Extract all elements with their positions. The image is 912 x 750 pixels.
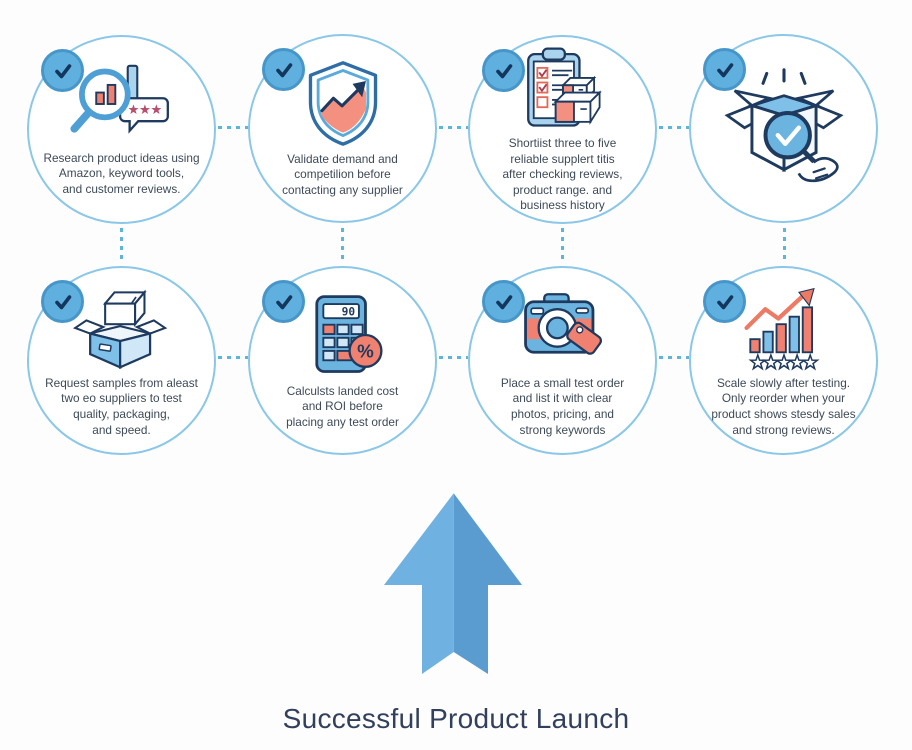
shield-growth-icon [285, 59, 401, 147]
step-3: Shortiist three to five reliable suppler… [468, 35, 657, 224]
checkmark-icon [54, 63, 71, 78]
checkmark-icon [716, 62, 733, 77]
step-caption: Request samples from aleast two eo suppl… [45, 375, 198, 437]
step-2: Validate demand and competilion before c… [248, 34, 437, 223]
sample-boxes-icon [64, 283, 180, 371]
check-badge [262, 280, 305, 323]
calculator-display-text: 90 [341, 305, 355, 318]
check-badge [482, 49, 525, 92]
dotted-connector-v3 [561, 228, 564, 264]
step-caption: Place a small test order and list it wit… [500, 375, 625, 437]
dotted-connector-h6 [659, 356, 689, 359]
step-5: Request samples from aleast two eo suppl… [27, 266, 216, 455]
dotted-connector-h1 [218, 126, 248, 129]
percent-symbol-text: % [357, 340, 374, 361]
scale-growth-icon [726, 283, 842, 371]
step-1: Research product ideas using Amazon, key… [27, 35, 216, 224]
check-badge [482, 280, 525, 323]
check-badge [703, 280, 746, 323]
dotted-connector-h4 [218, 356, 248, 359]
dotted-connector-h3 [659, 126, 689, 129]
dotted-connector-v2 [341, 228, 344, 264]
launch-arrow [384, 493, 522, 674]
step-caption: Shortiist three to five reliable suppler… [502, 136, 623, 213]
checkmark-icon [495, 63, 512, 78]
research-magnifier-icon [64, 62, 180, 146]
step-caption: Validate demand and competilion before c… [282, 151, 403, 197]
step-caption: Calculsts landed cost and ROI before pla… [286, 383, 399, 429]
checkmark-icon [716, 294, 733, 309]
checkmark-icon [54, 294, 71, 309]
check-badge [41, 280, 84, 323]
step-6: 90 % Calculsts landed cost and ROI befor… [248, 266, 437, 455]
supplier-checklist-icon [507, 45, 619, 131]
dotted-connector-h2 [439, 126, 468, 129]
step-caption: Scale slowly after testing. Only reorder… [711, 375, 856, 437]
step-7: Place a small test order and list it wit… [468, 266, 657, 455]
checkmark-icon [495, 294, 512, 309]
calculator-roi-icon: 90 % [285, 291, 401, 379]
box-inspection-icon [710, 66, 858, 192]
dotted-connector-v4 [783, 228, 786, 264]
step-caption: Research product ideas using Amazon, key… [43, 150, 200, 196]
step-8: Scale slowly after testing. Only reorder… [689, 266, 878, 455]
checkmark-icon [275, 62, 292, 77]
check-badge [41, 49, 84, 92]
launch-title: Successful Product Launch [282, 703, 630, 734]
dotted-connector-v1 [120, 228, 123, 264]
step-4 [689, 34, 878, 223]
check-badge [703, 48, 746, 91]
camera-listing-icon [505, 283, 621, 371]
checkmark-icon [275, 294, 292, 309]
check-badge [262, 48, 305, 91]
dotted-connector-h5 [439, 356, 468, 359]
